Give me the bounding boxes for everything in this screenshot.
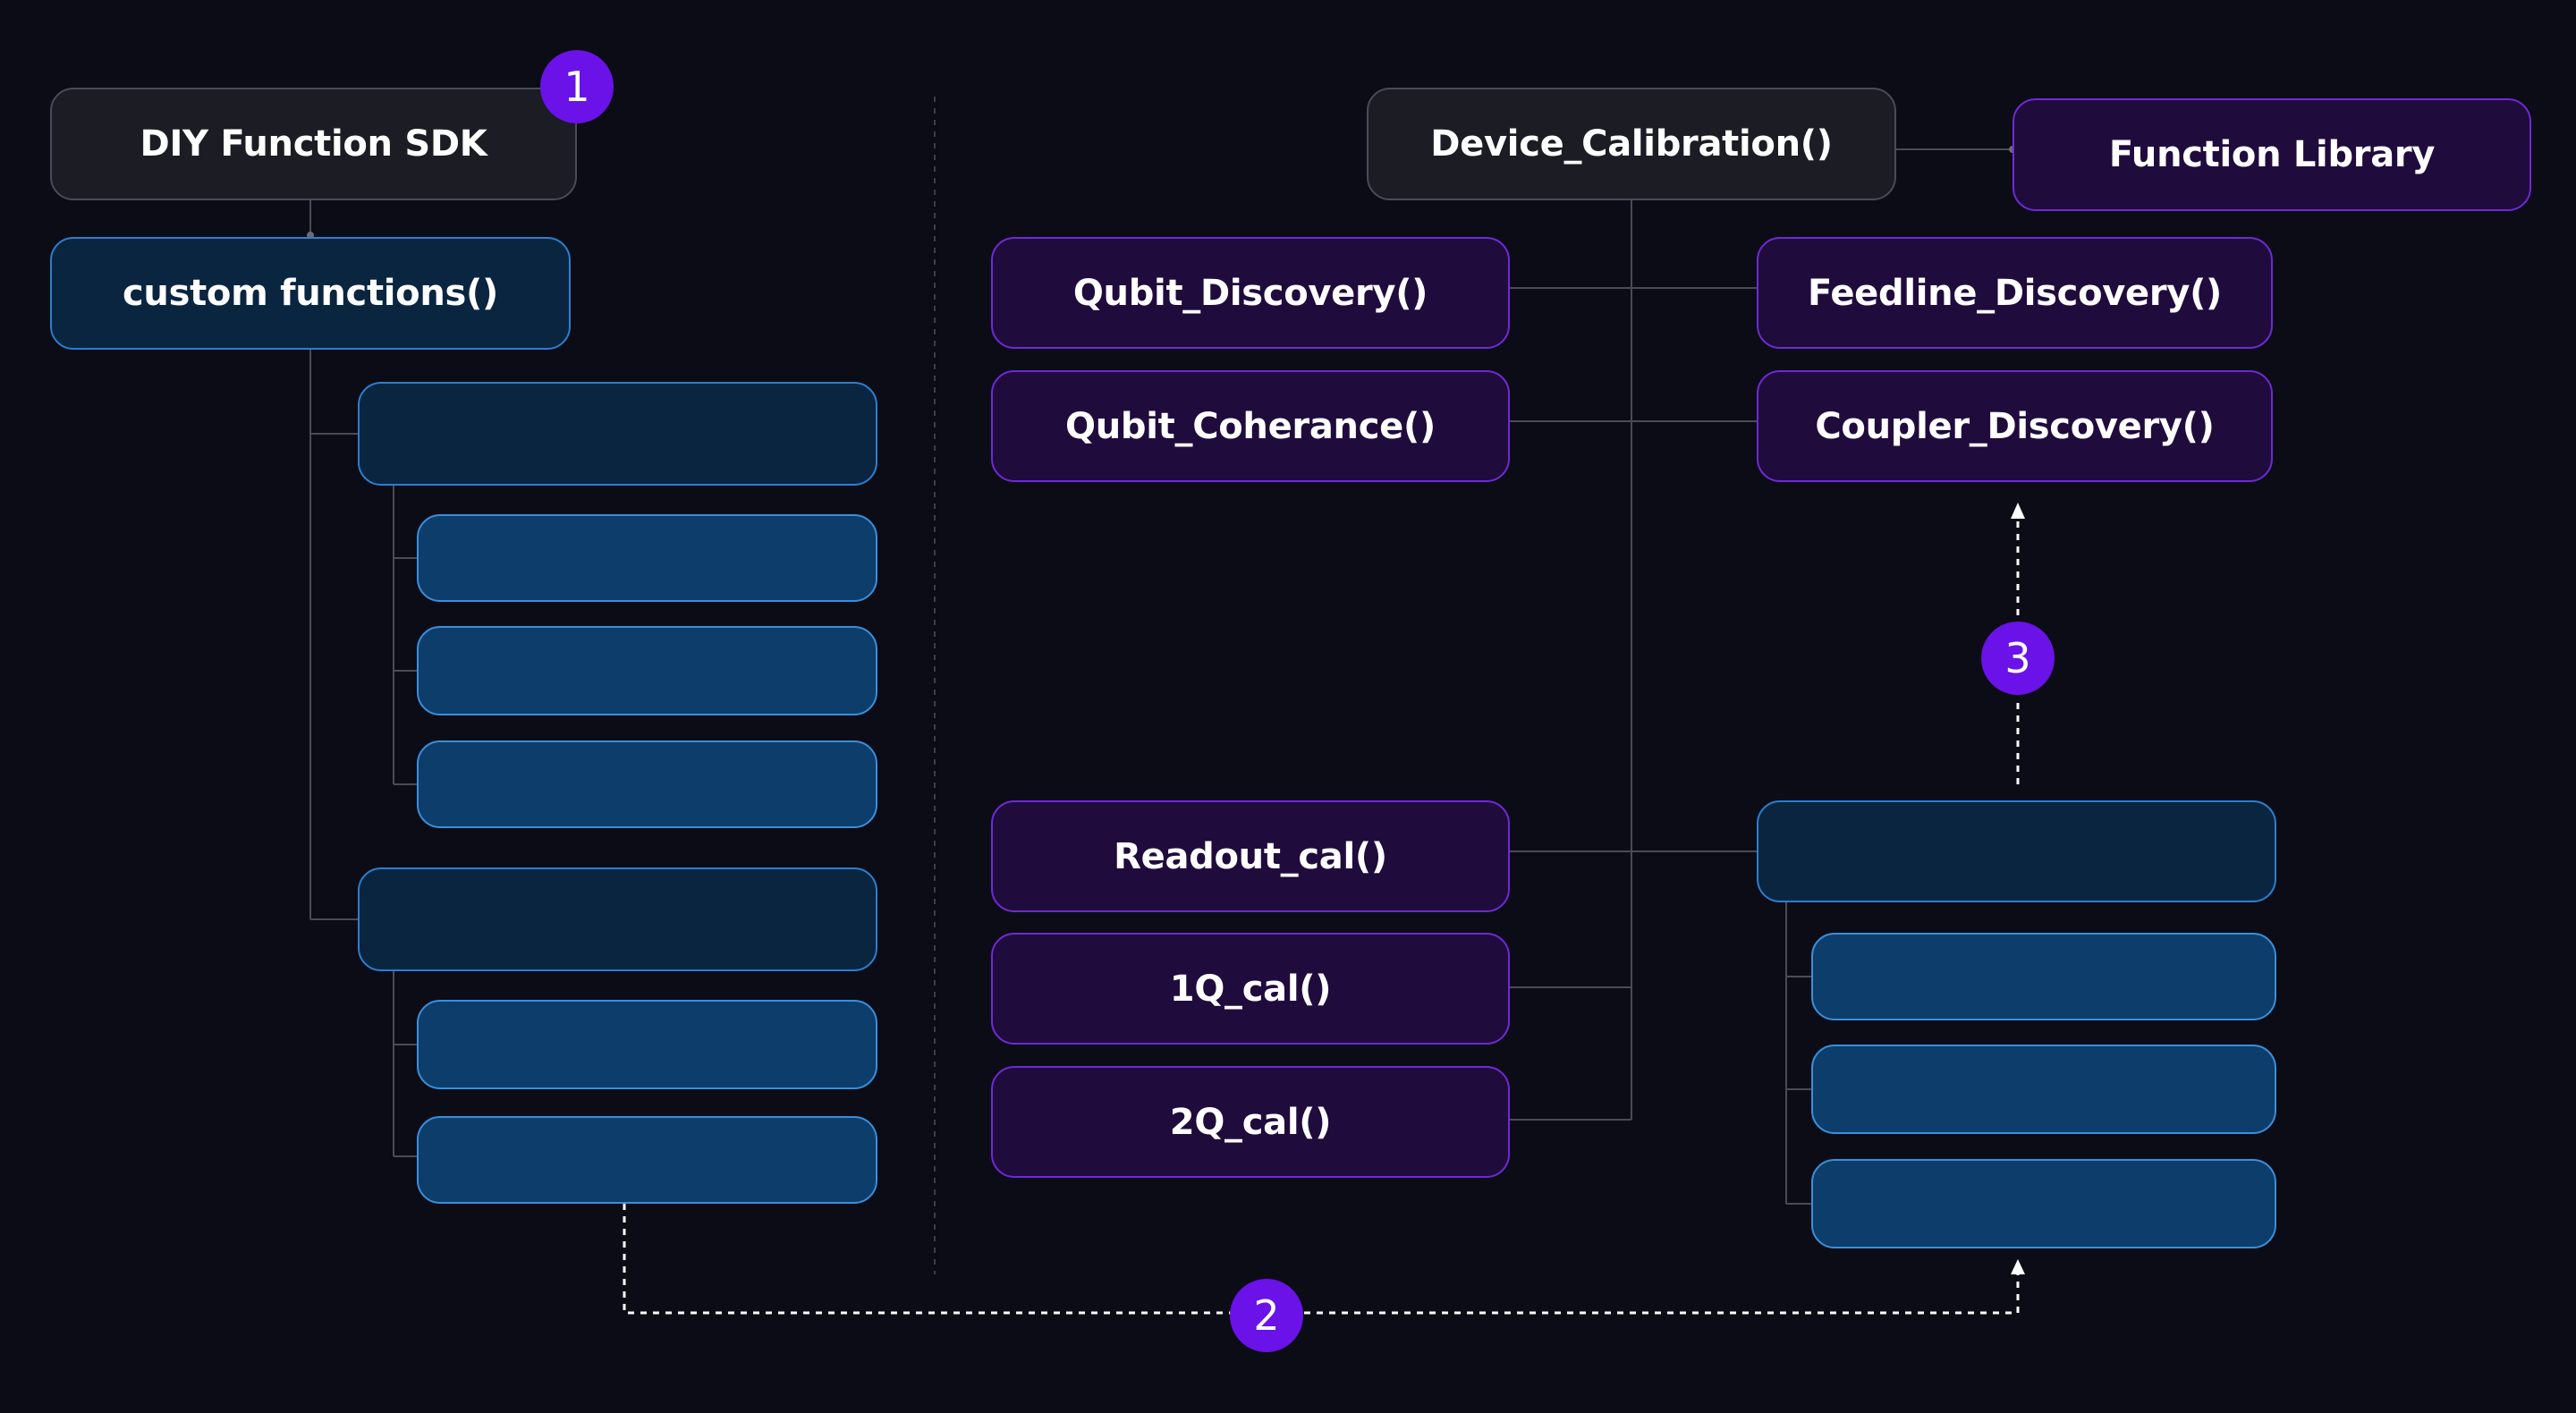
step-badge-3: 3	[1981, 622, 2055, 695]
custom-function-group-box	[1757, 800, 2276, 902]
cal-1q-label: 1Q_cal()	[1169, 968, 1332, 1010]
step-badge-2: 2	[1230, 1279, 1303, 1352]
qubit-coherance-label: Qubit_Coherance()	[1065, 405, 1436, 447]
device-calibration-box: Device_Calibration()	[1367, 88, 1896, 200]
custom-functions-box: custom functions()	[50, 237, 571, 350]
step-badge-3-number: 3	[2004, 634, 2031, 682]
readout-cal-box: Readout_cal()	[991, 800, 1510, 912]
function-item-box-2	[417, 626, 877, 715]
function-library-label: Function Library	[2108, 134, 2436, 175]
function-item-box-1	[417, 514, 877, 602]
cal-2q-label: 2Q_cal()	[1169, 1101, 1332, 1143]
diy-function-sdk-box: DIY Function SDK	[50, 88, 577, 200]
function-item-box-3	[417, 740, 877, 828]
qubit-discovery-box: Qubit_Discovery()	[991, 237, 1510, 349]
diy-function-sdk-label: DIY Function SDK	[140, 123, 487, 165]
step-badge-2-number: 2	[1253, 1291, 1280, 1340]
device-calibration-label: Device_Calibration()	[1430, 123, 1833, 165]
function-group-box-2	[358, 867, 877, 971]
cal-1q-box: 1Q_cal()	[991, 933, 1510, 1045]
function-group-box-1	[358, 382, 877, 486]
step-badge-1-number: 1	[564, 63, 590, 111]
step-badge-1: 1	[540, 50, 614, 123]
function-item-box-4	[417, 1000, 877, 1089]
coupler-discovery-label: Coupler_Discovery()	[1815, 405, 2215, 447]
cal-2q-box: 2Q_cal()	[991, 1066, 1510, 1178]
readout-cal-label: Readout_cal()	[1114, 835, 1387, 877]
qubit-coherance-box: Qubit_Coherance()	[991, 370, 1510, 482]
qubit-discovery-label: Qubit_Discovery()	[1072, 272, 1428, 314]
feedline-discovery-box: Feedline_Discovery()	[1757, 237, 2273, 349]
custom-function-item-box-1	[1811, 933, 2276, 1020]
feedline-discovery-label: Feedline_Discovery()	[1807, 272, 2223, 314]
coupler-discovery-box: Coupler_Discovery()	[1757, 370, 2273, 482]
function-library-box: Function Library	[2012, 98, 2531, 211]
custom-functions-label: custom functions()	[122, 273, 499, 314]
function-item-box-5	[417, 1116, 877, 1204]
custom-function-item-box-2	[1811, 1045, 2276, 1134]
custom-function-item-box-3	[1811, 1159, 2276, 1248]
